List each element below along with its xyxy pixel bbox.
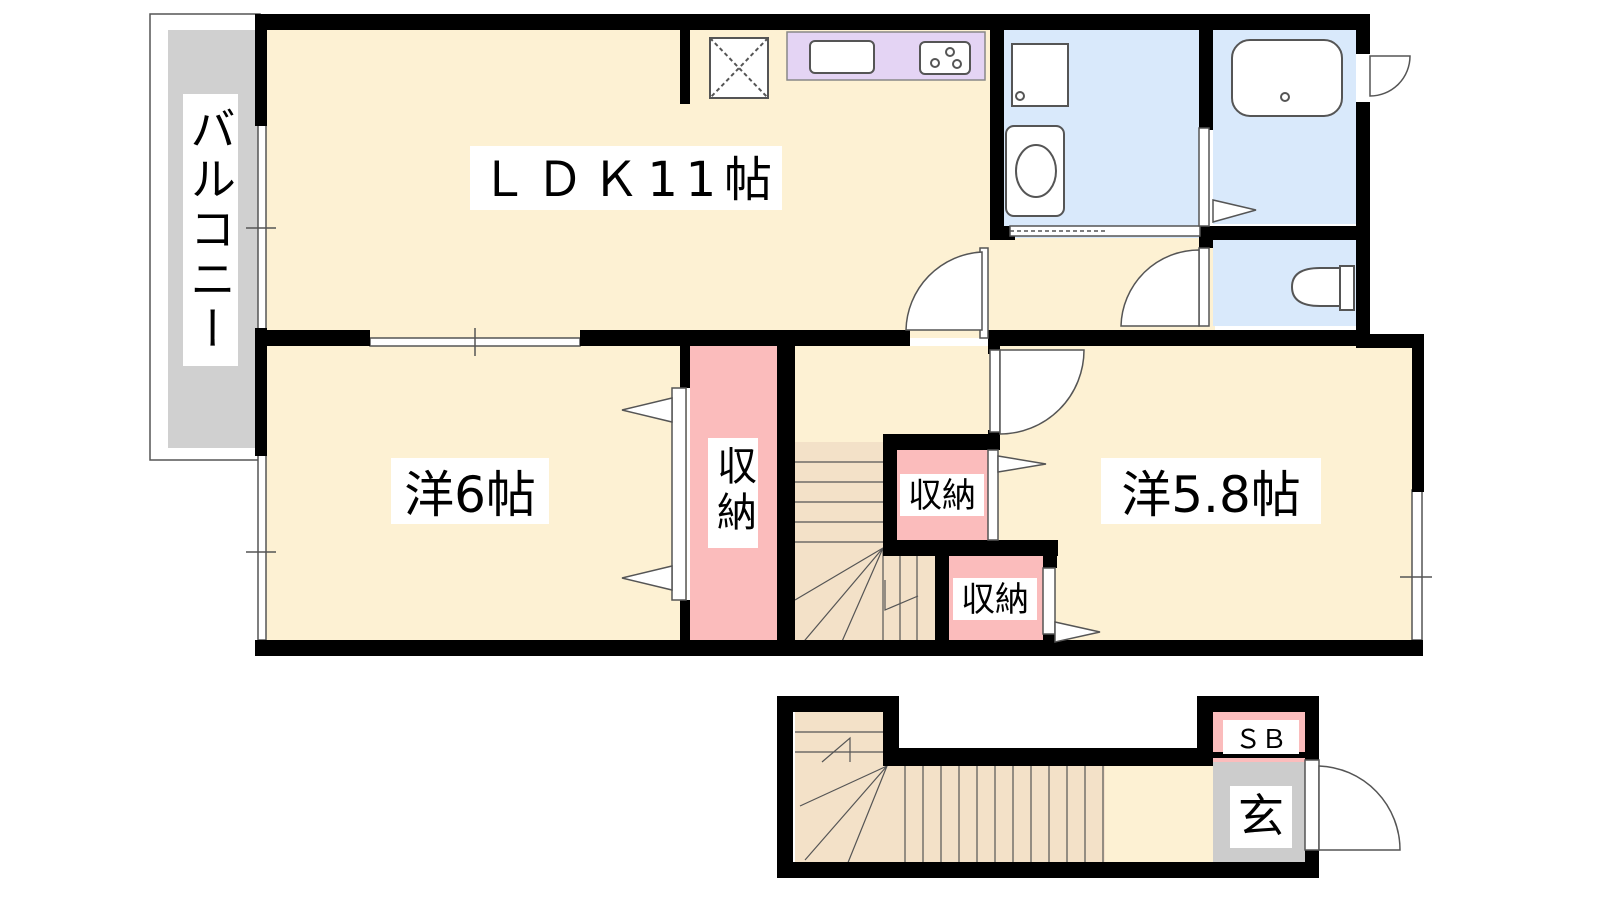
fixtures (709, 37, 1355, 311)
walls (255, 14, 1424, 878)
kitchen-sink (809, 40, 875, 74)
stairs-upper (794, 442, 935, 647)
shoe-box-label: ＳＢ (1235, 725, 1287, 755)
closet-big-label: 収納 (710, 445, 756, 537)
balcony-label: バルコニー (183, 105, 237, 355)
doors (621, 55, 1411, 851)
entrance-label: 玄 (1238, 789, 1284, 843)
bathtub (1231, 39, 1343, 117)
floors (265, 28, 1413, 648)
closet-small2-label: 収納 (961, 580, 1029, 620)
landing-floor (795, 346, 995, 446)
western2-label: 洋5.8帖 (1121, 466, 1301, 524)
toilet (1290, 267, 1343, 307)
room-labels: ＬＤＫ11帖 洋6帖 洋5.8帖 収納 収納 収納 ＳＢ 玄 (391, 146, 1321, 848)
closet-small1-label: 収納 (908, 476, 976, 516)
balcony: バルコニー (149, 13, 261, 461)
ldk-label: ＬＤＫ11帖 (480, 152, 772, 208)
fridge-space (709, 37, 769, 99)
western1-label: 洋6帖 (404, 466, 536, 524)
washing-machine (1011, 43, 1069, 107)
stove (919, 41, 971, 75)
wash-basin (1005, 125, 1065, 217)
